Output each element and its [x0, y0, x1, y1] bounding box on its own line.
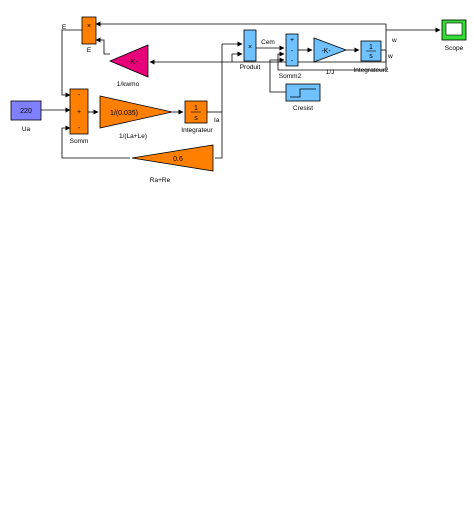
wire-ia-vertical[interactable]	[215, 44, 223, 159]
somm2-sign-1: -	[291, 48, 294, 55]
scope-screen-icon	[445, 22, 463, 36]
produit-label: Produit	[240, 64, 261, 71]
somm2-label: Somm2	[279, 73, 302, 80]
wire-e-to-somm[interactable]	[61, 29, 82, 98]
integrateur2-label: Integrateur2	[353, 67, 388, 74]
wire-w-to-somm2[interactable]	[277, 50, 387, 71]
wire-cresist-to-somm2[interactable]	[269, 57, 286, 93]
integrateur-label: Integrateur	[181, 127, 213, 134]
produit-block[interactable]: ×	[243, 29, 257, 62]
flux-gain-block[interactable]: -K-	[108, 44, 149, 78]
wire-w-feedback-to-flux[interactable]	[149, 30, 387, 65]
cresist-label: Cresist	[293, 105, 313, 112]
resistance-gain-label: Ra+Re	[150, 177, 171, 184]
somm2-block[interactable]: + - -	[285, 33, 299, 67]
inertia-gain-block[interactable]: -K-	[313, 37, 348, 63]
ua-value: 220	[20, 108, 32, 115]
inductance-gain-label: 1/(La+Le)	[119, 133, 147, 140]
scope-label: Scope	[445, 45, 464, 52]
w-signal-label-top: w	[391, 37, 397, 44]
produit-mark: ×	[248, 44, 252, 51]
signal-lines	[41, 21, 441, 159]
integrateur-denominator: s	[194, 115, 198, 122]
ia-signal-label: Ia	[214, 117, 220, 124]
e-signal-label: E	[62, 24, 67, 31]
e-block-mark: ×	[87, 23, 91, 30]
wire-flux-to-e[interactable]	[95, 37, 110, 55]
inertia-gain-value: -K-	[321, 48, 331, 55]
inductance-gain-block[interactable]: 1/(0.035)	[99, 95, 173, 129]
resistance-gain-block[interactable]: 0.6	[131, 144, 214, 172]
integrateur-block[interactable]: 1 s	[184, 100, 208, 124]
somm2-sign-0: +	[290, 37, 294, 44]
integrateur2-numerator: 1	[369, 44, 373, 51]
cresist-block[interactable]	[285, 83, 321, 102]
e-block-label: E	[87, 47, 92, 54]
wire-w-to-e[interactable]	[95, 21, 387, 30]
w-signal-label-bottom: w	[387, 53, 393, 60]
wire-resist-to-somm[interactable]	[61, 125, 130, 159]
scope-block[interactable]	[441, 19, 467, 41]
somm-label: Somm	[70, 138, 89, 145]
cem-signal-label: Cem	[261, 39, 275, 46]
integrateur-numerator: 1	[194, 105, 198, 112]
integrateur2-block[interactable]: 1 s	[360, 40, 382, 62]
wire-w-to-produit[interactable]	[231, 51, 243, 62]
flux-gain-value: -K-	[128, 59, 138, 66]
inductance-gain-value: 1/(0.035)	[110, 110, 138, 117]
resistance-gain-value: 0.6	[173, 156, 183, 163]
somm2-sign-2: -	[291, 58, 294, 65]
step-icon	[290, 88, 316, 98]
inertia-gain-label: 1/J	[326, 69, 335, 76]
e-block[interactable]: ×	[81, 16, 97, 45]
somm-block[interactable]: - + -	[69, 88, 89, 135]
somm-sign-0: +	[77, 109, 81, 116]
flux-gain-label: 1/kwmo	[117, 81, 140, 88]
integrateur2-denominator: s	[369, 53, 373, 60]
ua-label: Ua	[22, 126, 31, 133]
ua-block[interactable]: 220	[10, 100, 42, 121]
somm-sign-1: -	[78, 92, 81, 99]
somm-sign-2: -	[78, 125, 81, 132]
